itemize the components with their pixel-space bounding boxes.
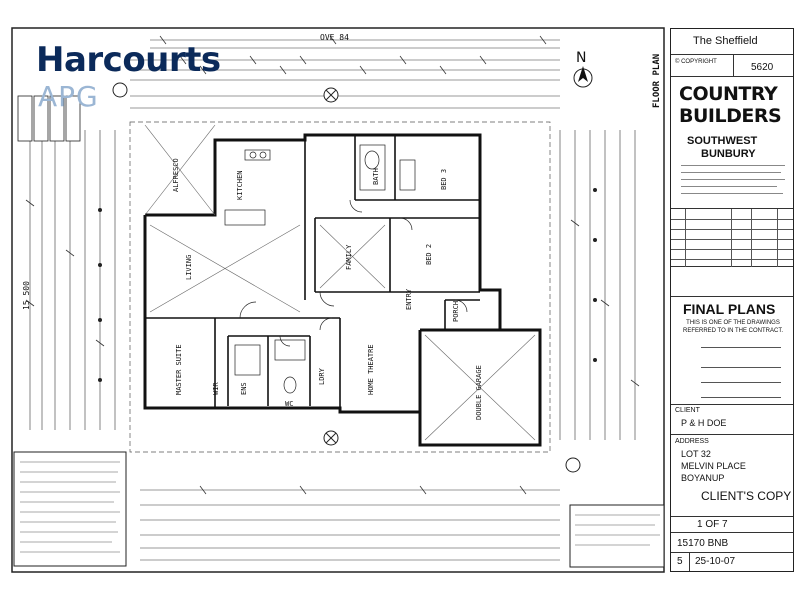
final-plans-title: FINAL PLANS	[683, 301, 776, 317]
dimension-overall-left: 15 500	[22, 281, 31, 310]
room-label-master: MASTER SUITE	[175, 344, 183, 395]
blank-cell	[671, 267, 793, 297]
address-line-1: LOT 32	[681, 449, 711, 459]
room-label-theatre: HOME THEATRE	[367, 344, 375, 395]
client-value: P & H DOE	[681, 418, 727, 428]
north-arrow-label: N	[576, 50, 587, 66]
brand-line-1: COUNTRY	[679, 83, 778, 105]
job-number: 15170 BNB	[677, 538, 729, 549]
brand-line-2: BUILDERS	[679, 105, 782, 127]
room-label-living: LIVING	[185, 254, 193, 280]
title-copyright-cell: © COPYRIGHT 5620	[671, 55, 793, 77]
clients-copy-stamp: CLIENT'S COPY	[701, 489, 792, 503]
address-line-2: MELVIN PLACE	[681, 461, 746, 471]
plan-number: 5620	[751, 62, 774, 73]
room-label-garage: DOUBLE GARAGE	[475, 365, 483, 420]
room-label-alfresco: ALFRESCO	[172, 158, 180, 192]
address-cell: ADDRESS LOT 32 MELVIN PLACE BOYANUP CLIE…	[671, 435, 793, 517]
plan-date: 25-10-07	[695, 556, 736, 567]
room-label-wir: WIR	[212, 382, 220, 395]
title-brand-cell: COUNTRY BUILDERS SOUTHWEST BUNBURY	[671, 77, 793, 209]
copyright-text: © COPYRIGHT	[675, 59, 717, 65]
sheet-floor-plan-label: FLOOR PLAN	[652, 53, 662, 108]
region-line-1: SOUTHWEST	[687, 135, 758, 147]
job-number-cell: 15170 BNB	[671, 533, 793, 553]
dimension-overall-top: OVE 84	[320, 33, 349, 42]
final-plans-cell: FINAL PLANS THIS IS ONE OF THE DRAWINGS …	[671, 297, 793, 405]
room-label-bed2: BED 2	[425, 243, 433, 265]
region-line-2: BUNBURY	[701, 148, 756, 160]
room-label-family: FAMILY	[345, 244, 353, 270]
room-label-laundry: LDRY	[318, 368, 326, 385]
sheet-number: 1 OF 7	[697, 519, 728, 530]
revision-date-cell: 5 25-10-07	[671, 553, 793, 571]
room-label-ensuite: ENS	[240, 382, 248, 395]
final-plans-note: THIS IS ONE OF THE DRAWINGS REFERRED TO …	[682, 320, 783, 334]
revision-number: 5	[677, 556, 683, 567]
apg-logo-text: APG	[38, 80, 99, 113]
address-label: ADDRESS	[675, 438, 709, 445]
address-line-3: BOYANUP	[681, 473, 725, 483]
client-cell: CLIENT P & H DOE	[671, 405, 793, 435]
room-label-kitchen: KITCHEN	[236, 170, 244, 200]
harcourts-logo-text: Harcourts	[36, 40, 221, 80]
room-label-bath: BATH	[372, 168, 380, 185]
design-name: The Sheffield	[693, 35, 758, 47]
room-label-porch: PORCH	[452, 300, 460, 322]
revision-table	[671, 209, 793, 267]
room-label-wc: WC	[285, 400, 294, 408]
client-label: CLIENT	[675, 407, 700, 414]
sheet-number-cell: 1 OF 7	[671, 517, 793, 533]
title-design-cell: The Sheffield	[671, 29, 793, 55]
room-label-bed3: BED 3	[440, 168, 448, 190]
title-block: The Sheffield © COPYRIGHT 5620 COUNTRY B…	[670, 28, 794, 572]
room-label-entry: ENTRY	[405, 288, 413, 310]
